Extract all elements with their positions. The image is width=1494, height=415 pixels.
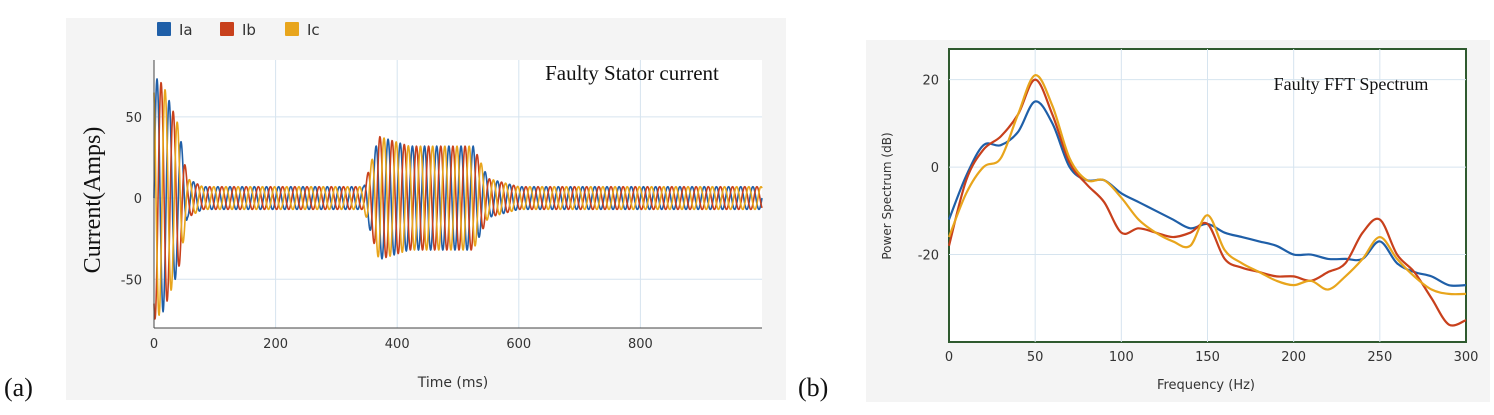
chart-b-x-tick-label: 200: [1281, 350, 1306, 365]
panel-label-b: (b): [798, 373, 828, 402]
chart-a-x-tick-label: 200: [263, 337, 288, 352]
chart-b-x-tick-label: 250: [1367, 350, 1392, 365]
chart-a-x-tick-label: 400: [385, 337, 410, 352]
chart-b-series-line-ib: [947, 78, 1467, 327]
chart-b-x-label: Frequency (Hz): [1157, 378, 1255, 393]
chart-b-x-tick-label: 0: [945, 350, 953, 365]
chart-a-legend-swatch-ia: [157, 22, 171, 36]
chart-a-y-tick-label: 0: [134, 192, 142, 207]
chart-a-series-line-ib: [153, 81, 763, 320]
chart-a-series-line-ia: [153, 78, 763, 313]
chart-b-y-tick-label: 20: [922, 74, 939, 89]
chart-a-x-tick-label: 600: [506, 337, 531, 352]
chart-a-title: Faulty Stator current: [545, 61, 719, 85]
chart-a-legend-swatch-ic: [285, 22, 299, 36]
panel-label-a: (a): [4, 373, 33, 402]
chart-a-x-label: Time (ms): [417, 375, 489, 391]
chart-b-y-tick-label: 0: [931, 161, 939, 176]
chart-a-series-lines: [153, 78, 763, 320]
chart-a-y-tick-label: 50: [125, 111, 142, 126]
chart-a-legend: Ia Ib Ic: [157, 21, 320, 39]
chart-b-grid: [949, 49, 1466, 342]
chart-b-x-tick-label: 300: [1454, 350, 1479, 365]
chart-a-y-tick-label: -50: [121, 273, 142, 288]
chart-b-y-tick-label: -20: [918, 249, 939, 264]
chart-a-legend-label-ia: Ia: [179, 21, 193, 39]
chart-a-y-label: Current(Amps): [80, 127, 106, 274]
chart-b-y-label: Power Spectrum (dB): [880, 132, 894, 259]
chart-a-legend-label-ic: Ic: [307, 21, 320, 39]
chart-a-tick-labels: 0 200 400 600 800 50 0 -50: [121, 111, 653, 352]
chart-b-title: Faulty FFT Spectrum: [1274, 74, 1429, 94]
chart-a-legend-label-ib: Ib: [242, 21, 256, 39]
chart-a-legend-swatch-ib: [220, 22, 234, 36]
chart-a-x-tick-label: 0: [150, 337, 158, 352]
chart-a-series-line-ic: [153, 89, 763, 316]
chart-b-x-tick-label: 100: [1109, 350, 1134, 365]
chart-a: 0 200 400 600 800 50 0 -50 Ia Ib Ic Faulty Stator…: [4, 18, 786, 402]
chart-a-x-tick-label: 800: [628, 337, 653, 352]
chart-b-x-tick-label: 50: [1027, 350, 1044, 365]
chart-b-series-lines: [947, 74, 1467, 327]
chart-b-series-line-ic: [947, 74, 1467, 296]
chart-b-x-tick-label: 150: [1195, 350, 1220, 365]
